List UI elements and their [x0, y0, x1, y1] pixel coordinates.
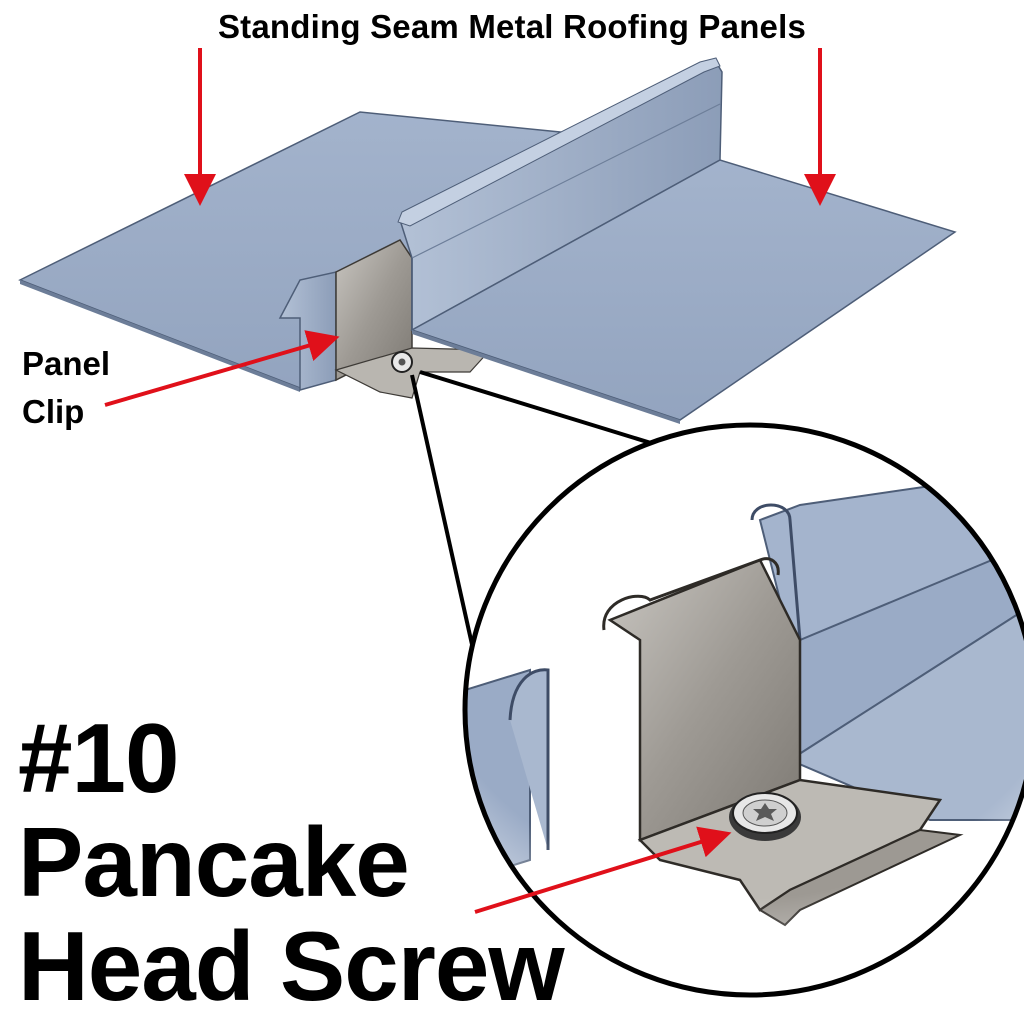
panel-clip-label-line1: Panel	[22, 345, 111, 382]
clip-screw-small-center	[398, 358, 406, 366]
screw-type-label-line2: Head Screw	[18, 911, 565, 1021]
roof-panel-assembly	[18, 57, 957, 424]
standing-seam-top	[397, 57, 721, 227]
panel-clip-label-line2: Clip	[22, 393, 85, 430]
panel-clip-foot	[334, 347, 492, 399]
right-roof-panel	[410, 159, 957, 421]
diagram-title: Standing Seam Metal Roofing Panels	[217, 8, 807, 45]
left-panel-edge	[20, 280, 300, 392]
screw-size-label: #10	[18, 703, 180, 813]
arrow-panel-clip	[104, 330, 340, 407]
right-panel-edge	[412, 330, 680, 424]
red-arrows	[104, 48, 836, 914]
screw-type-label-line1: Pancake	[18, 807, 410, 917]
magnified-detail	[462, 422, 1024, 998]
magnifier-ring	[462, 422, 1024, 998]
arrow-pancake-screw	[474, 826, 732, 914]
